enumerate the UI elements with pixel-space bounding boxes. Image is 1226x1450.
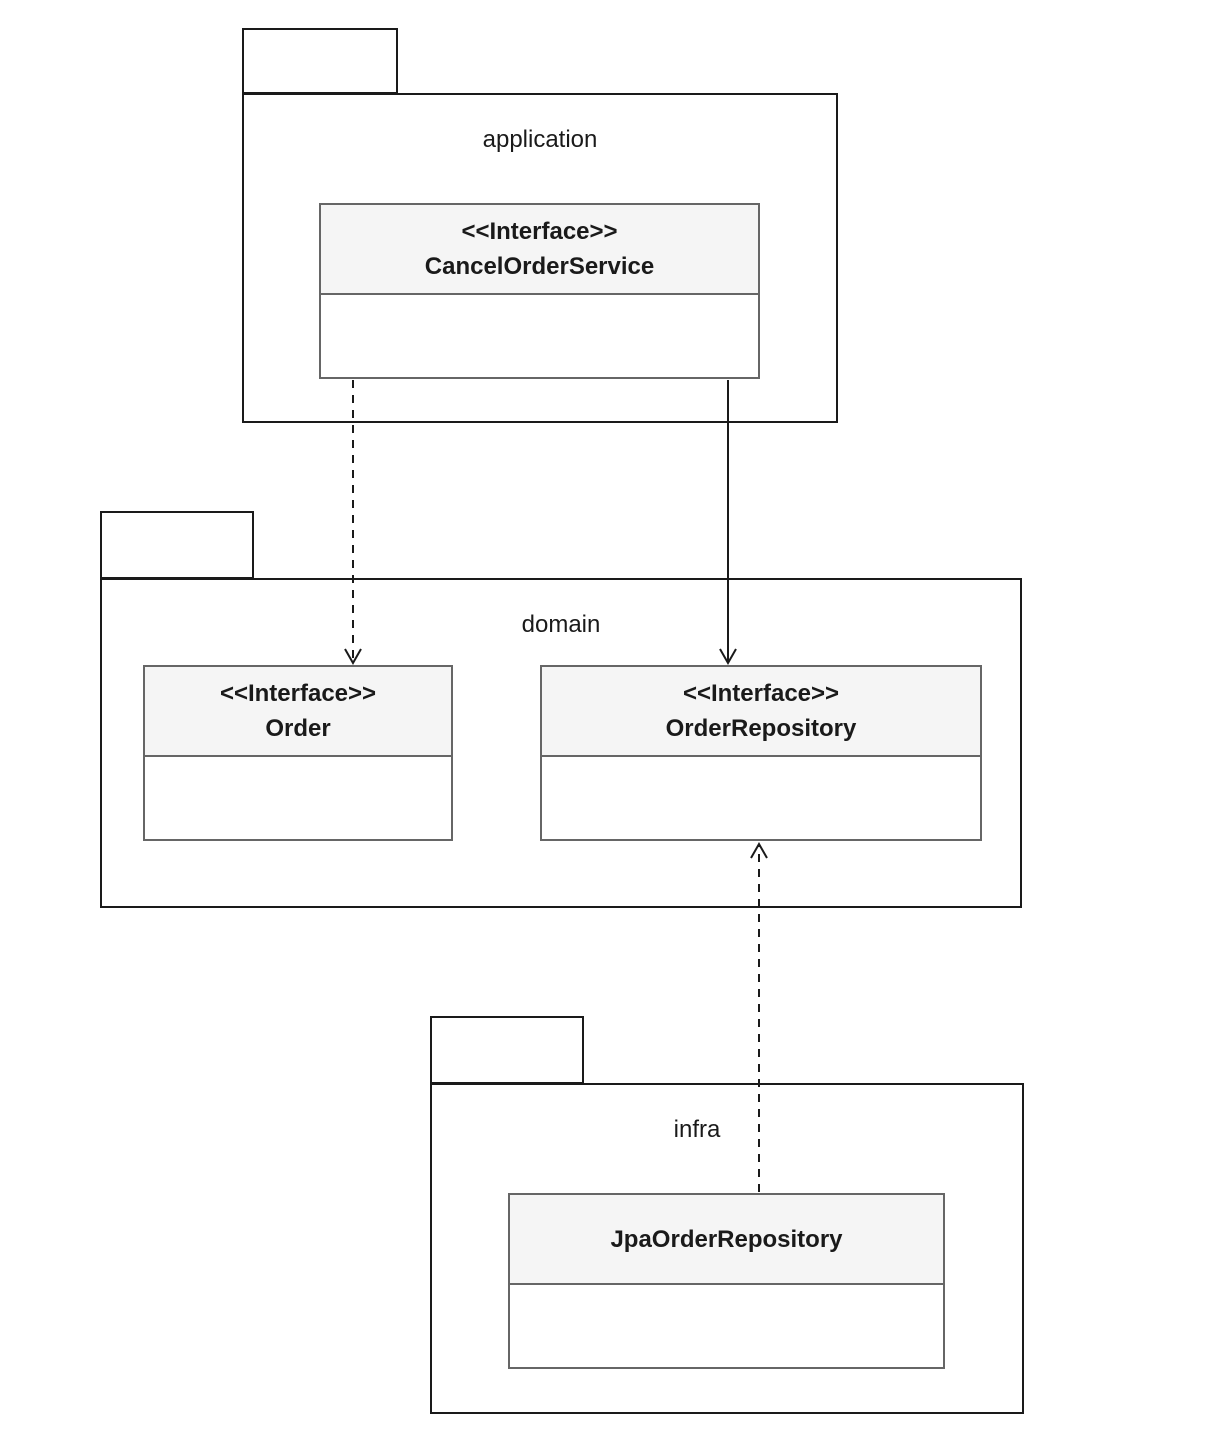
class-cancel-order-service: <<Interface>> CancelOrderService: [319, 203, 760, 379]
class-order-repository: <<Interface>> OrderRepository: [540, 665, 982, 841]
package-application-label: application: [482, 126, 598, 153]
class-jpa-order-repository: JpaOrderRepository: [508, 1193, 945, 1369]
class-cancel-order-service-header: <<Interface>> CancelOrderService: [321, 205, 758, 295]
class-cancel-order-service-name: CancelOrderService: [424, 253, 655, 280]
class-order-name: Order: [265, 715, 331, 742]
class-jpa-order-repository-members: [510, 1285, 943, 1367]
class-order-repository-name: OrderRepository: [665, 715, 857, 742]
class-jpa-order-repository-name: JpaOrderRepository: [610, 1225, 843, 1253]
class-jpa-order-repository-header: JpaOrderRepository: [510, 1195, 943, 1285]
package-domain-label: domain: [521, 611, 601, 638]
class-cancel-order-service-stereotype: <<Interface>>: [461, 218, 618, 245]
class-order-stereotype: <<Interface>>: [219, 680, 377, 707]
class-cancel-order-service-members: [321, 295, 758, 377]
class-order-members: [145, 757, 451, 839]
class-order: <<Interface>> Order: [143, 665, 453, 841]
class-order-repository-stereotype: <<Interface>>: [682, 680, 840, 707]
package-infra-tab: [430, 1016, 584, 1084]
class-order-repository-members: [542, 757, 980, 839]
package-application-tab: [242, 28, 398, 94]
package-domain-tab: [100, 511, 254, 579]
package-infra-label: infra: [673, 1116, 721, 1143]
class-order-repository-header: <<Interface>> OrderRepository: [542, 667, 980, 757]
class-order-header: <<Interface>> Order: [145, 667, 451, 757]
